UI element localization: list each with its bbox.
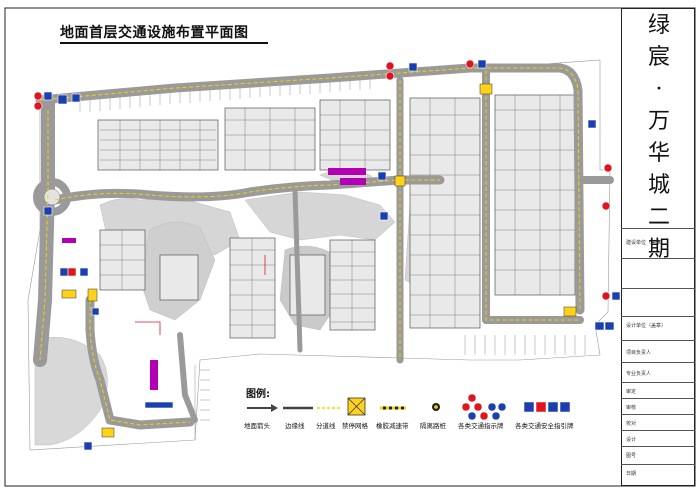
tb-field-label: 专业负责人 [626,371,652,377]
project-name-char: · [655,77,663,102]
legend-symbols [247,393,571,421]
inner-road-2 [177,332,198,423]
project-name-char: 期 [647,237,670,262]
traffic-sign-symbol [461,393,507,421]
tb-field-label: 设计 [626,437,637,443]
tb-field-label: 设计单位（盖章） [626,323,667,329]
project-name-char: 绿 [647,13,670,38]
title-block-divider [621,340,695,341]
building-blocks [97,94,576,339]
drawing-frame [4,7,696,487]
red-marks [135,255,266,335]
title-block-divider [621,288,695,289]
legend-label: 橡胶减速带 [376,422,409,430]
title-block-divider [621,398,695,399]
title-block-divider [621,316,695,317]
inner-road-1 [292,187,303,353]
legend-label: 各类交通指示牌 [458,422,504,430]
title-block-divider [621,382,695,383]
title-block-divider [621,446,695,447]
site-boundary [27,59,611,451]
legend-label: 隔离路桩 [420,422,446,430]
arrow-symbol [247,404,278,412]
project-name-char: 华 [647,141,670,166]
legend-label: 分道线 [316,422,336,430]
direction-arrows [62,168,366,390]
project-name-char: 城 [647,173,670,198]
project-name-char: 万 [647,109,670,134]
title-block-divider [621,228,695,229]
bollard-symbol [432,403,440,411]
guide-sign-symbol [523,401,571,413]
tb-field-label: 项目负责人 [626,350,652,356]
parking-bays [79,77,586,440]
title-block-divider [621,414,695,415]
legend-title: 图例: [246,389,270,400]
loop-road [50,175,445,205]
tb-field-label: 审定 [626,389,637,395]
title-block-divider [621,258,695,259]
traffic-signs [33,59,621,451]
lane-lines [39,67,581,426]
tb-field-label: 审核 [626,405,637,411]
drawing-title: 地面首层交通设施布置平面图 [60,25,249,41]
project-name: 绿 宸 · 万 华 城 二 期 [631,10,687,266]
project-name-char: 宸 [647,45,670,70]
tb-field-label: 建设单位（盖章） [626,240,667,246]
no-parking-grid-symbol [347,397,366,416]
title-block-divider [621,430,695,431]
tb-field-label: 日期 [626,471,637,477]
title-block [621,8,695,486]
building-detail [100,95,575,338]
south-road [85,295,195,430]
tb-field-label: 校对 [626,421,637,427]
legend-label: 各类交通安全指引牌 [515,422,574,430]
legend-label: 禁停网格 [342,422,368,430]
tb-field-label: 图号 [626,453,637,459]
no-parking-grids [61,83,577,438]
legend-label: 地面箭头 [244,422,270,430]
legend-label: 边缘线 [285,422,305,430]
title-underline [60,42,268,44]
roundabout-island [43,188,61,206]
title-block-divider [621,362,695,363]
project-name-char: 二 [647,205,670,230]
title-block-divider [621,464,695,465]
